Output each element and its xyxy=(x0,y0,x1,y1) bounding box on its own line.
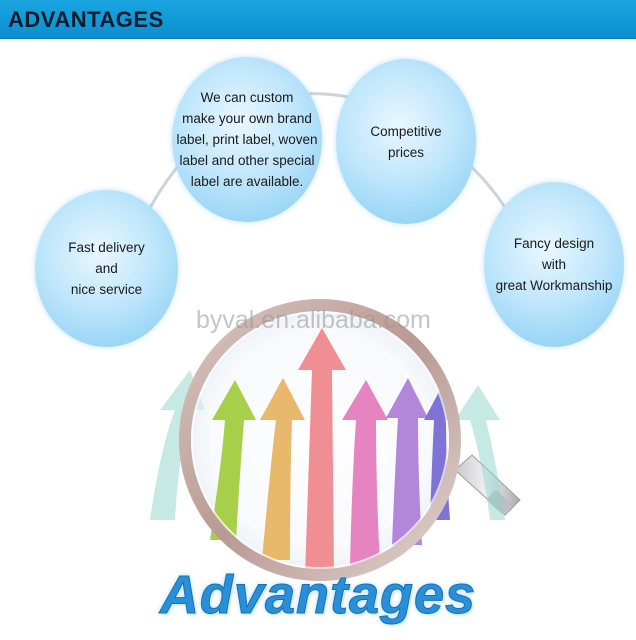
colored-arrows xyxy=(210,328,452,575)
page-title: ADVANTAGES xyxy=(8,7,164,32)
bubble-competitive-prices: Competitive prices xyxy=(336,59,476,224)
bubble-fancy-design: Fancy design with great Workmanship xyxy=(484,182,624,347)
watermark: byval.en.alibaba.com xyxy=(196,306,431,334)
bubble-competitive-prices-text: Competitive prices xyxy=(370,123,442,160)
bubble-fancy-design-text: Fancy design with great Workmanship xyxy=(495,236,613,293)
bubble-custom-label-text: We can custom make your own brand label,… xyxy=(176,90,318,189)
header-bar: ADVANTAGES xyxy=(0,0,636,39)
magnifier-rim xyxy=(179,299,461,581)
hero-word: Advantages xyxy=(159,565,477,626)
bubble-custom-label: We can custom make your own brand label,… xyxy=(172,57,322,222)
bubble-fast-delivery: Fast delivery and nice service xyxy=(35,190,178,347)
bubble-fast-delivery-text: Fast delivery and nice service xyxy=(68,240,145,297)
